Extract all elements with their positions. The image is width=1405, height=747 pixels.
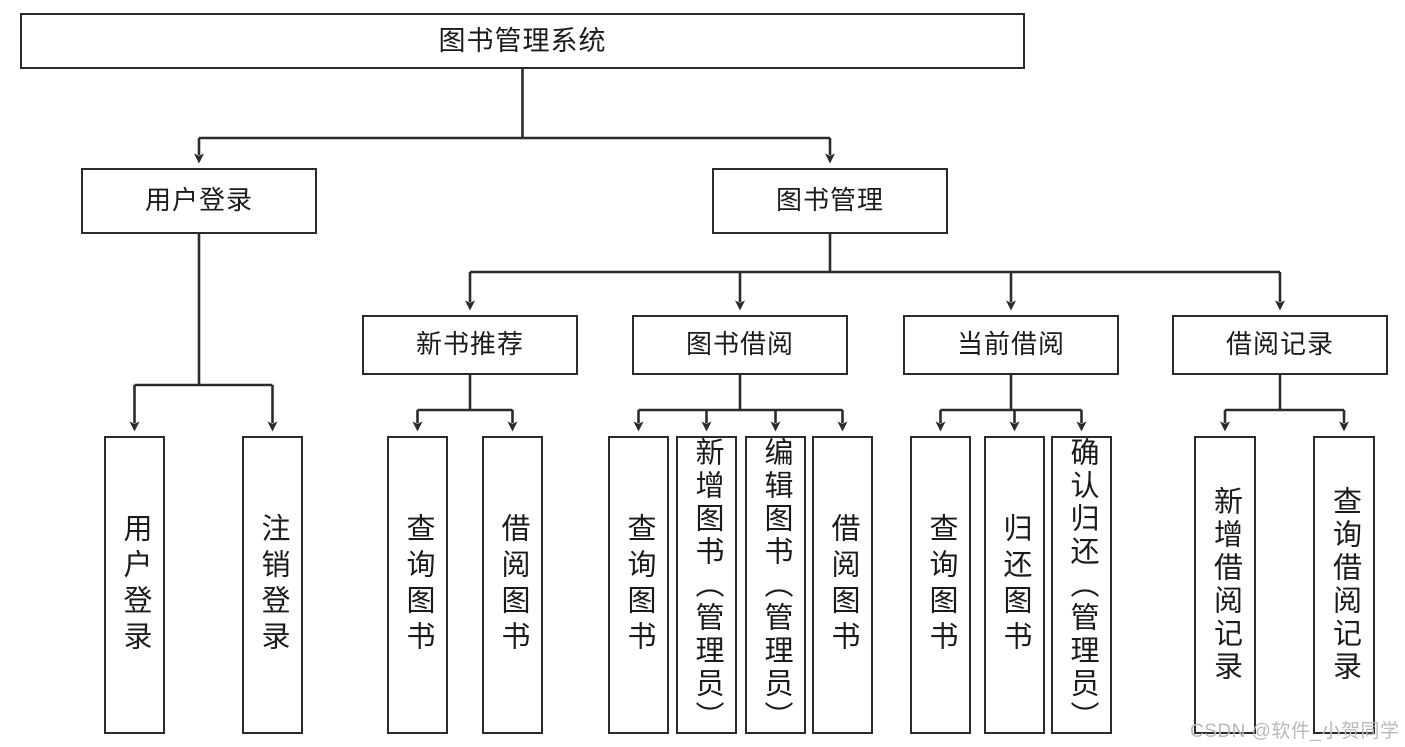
- node-level2-1: 图书管理: [712, 168, 948, 234]
- node-level2-1-label: 图书管理: [775, 185, 884, 216]
- node-leaf-6-label: 编辑图书（管理员）: [760, 436, 792, 734]
- node-leaf-7-label: 借阅图书: [827, 513, 859, 657]
- node-level3-1: 图书借阅: [632, 315, 848, 375]
- node-leaf-6: 编辑图书（管理员）: [745, 436, 806, 734]
- node-level2-0-label: 用户登录: [144, 185, 253, 216]
- node-leaf-8-label: 查询图书: [925, 513, 957, 657]
- node-leaf-12: 查询借阅记录: [1313, 436, 1375, 734]
- node-leaf-3-label: 借阅图书: [497, 513, 529, 657]
- node-level2-0: 用户登录: [81, 168, 317, 234]
- node-leaf-8: 查询图书: [910, 436, 971, 734]
- node-level3-3-label: 借阅记录: [1225, 329, 1334, 360]
- node-leaf-2: 查询图书: [387, 436, 448, 734]
- node-leaf-0: 用户登录: [104, 436, 165, 734]
- node-leaf-5-label: 新增图书（管理员）: [691, 436, 723, 734]
- node-level3-2: 当前借阅: [903, 315, 1119, 375]
- node-leaf-10-label: 确认归还（管理员）: [1066, 436, 1098, 734]
- node-level3-0: 新书推荐: [362, 315, 578, 375]
- node-level3-0-label: 新书推荐: [415, 329, 524, 360]
- node-level3-1-label: 图书借阅: [685, 329, 794, 360]
- node-level3-2-label: 当前借阅: [956, 329, 1065, 360]
- node-leaf-4: 查询图书: [608, 436, 669, 734]
- node-leaf-11: 新增借阅记录: [1194, 436, 1256, 734]
- node-leaf-5: 新增图书（管理员）: [676, 436, 737, 734]
- node-root: 图书管理系统: [20, 13, 1025, 69]
- node-root-label: 图书管理系统: [438, 25, 607, 56]
- node-leaf-4-label: 查询图书: [623, 513, 655, 657]
- node-leaf-3: 借阅图书: [482, 436, 543, 734]
- node-leaf-9: 归还图书: [984, 436, 1045, 734]
- node-leaf-11-label: 新增借阅记录: [1209, 486, 1242, 684]
- node-leaf-1: 注销登录: [242, 436, 303, 734]
- watermark-label: CSDN @软件_小贺同学: [1190, 721, 1400, 742]
- node-leaf-0-label: 用户登录: [119, 513, 151, 657]
- node-leaf-7: 借阅图书: [812, 436, 873, 734]
- node-leaf-9-label: 归还图书: [999, 513, 1031, 657]
- node-leaf-1-label: 注销登录: [257, 513, 289, 657]
- node-leaf-10: 确认归还（管理员）: [1051, 436, 1112, 734]
- node-leaf-2-label: 查询图书: [402, 513, 434, 657]
- node-level3-3: 借阅记录: [1172, 315, 1388, 375]
- node-leaf-12-label: 查询借阅记录: [1328, 486, 1361, 684]
